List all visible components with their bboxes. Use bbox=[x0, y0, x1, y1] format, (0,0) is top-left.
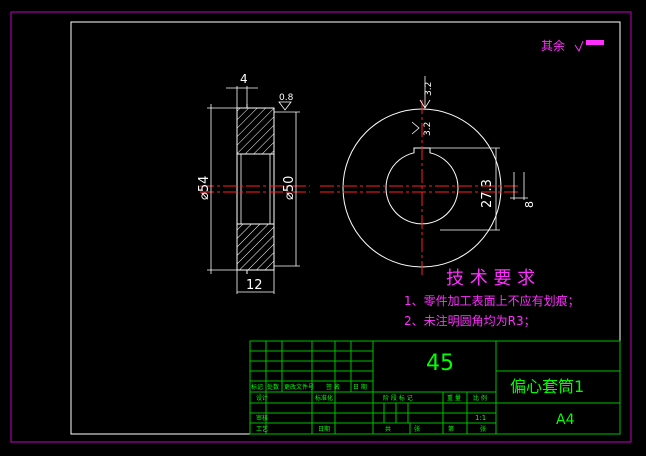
tech-req-title: 技 术 要 求 bbox=[446, 268, 535, 289]
label-total: 共 bbox=[385, 425, 391, 433]
tech-req-item-1: 1、零件加工表面上不应有划痕； bbox=[404, 293, 580, 308]
label-design: 设计 bbox=[256, 394, 268, 402]
sheet-size: A4 bbox=[556, 412, 575, 428]
label-ratio: 比 例 bbox=[473, 394, 487, 402]
roughness-front-top-icon bbox=[419, 99, 431, 109]
label-count: 处数 bbox=[267, 383, 279, 391]
inner-frame bbox=[70, 21, 621, 435]
surface-finish-note: 其余 bbox=[541, 38, 565, 53]
dim-inner-dia: ⌀50 bbox=[282, 176, 297, 200]
label-mark: 标记 bbox=[251, 383, 263, 391]
roughness-symbol-icon bbox=[574, 40, 604, 53]
label-date: 日期 bbox=[318, 425, 330, 433]
label-change-doc: 更改文件号 bbox=[284, 383, 314, 391]
dim-keyway-depth: 27.3 bbox=[480, 179, 495, 208]
title-block-labels: 标记 处数 更改文件号 签 名 日 期 设计 标准化 审核 工艺 日期 阶 段 … bbox=[251, 383, 487, 433]
bore-keyway bbox=[385, 147, 459, 225]
label-sheet2: 张 bbox=[480, 425, 486, 433]
dim-top: 4 bbox=[240, 72, 248, 86]
roughness-inner-icon bbox=[411, 121, 420, 135]
label-stage-mark: 阶 段 标 记 bbox=[383, 394, 413, 402]
roughness-section: 0.8 bbox=[279, 93, 294, 103]
outer-frame bbox=[10, 11, 632, 443]
label-sheet: 张 bbox=[414, 425, 420, 433]
label-sign: 签 名 bbox=[326, 383, 340, 391]
section-hatch-bottom bbox=[236, 223, 275, 271]
label-standard: 标准化 bbox=[315, 394, 333, 402]
part-name: 偏心套筒1 bbox=[510, 377, 584, 396]
label-page-no: 第 bbox=[448, 425, 454, 433]
front-view: 3.2 3.2 27.3 8 bbox=[320, 76, 536, 275]
label-craft: 工艺 bbox=[256, 425, 268, 433]
roughness-front-inner: 3.2 bbox=[423, 122, 433, 136]
scale-value: 1:1 bbox=[475, 414, 486, 422]
title-block bbox=[249, 340, 621, 435]
label-weight: 重 量 bbox=[447, 394, 461, 402]
roughness-triangle-icon bbox=[278, 101, 292, 111]
dim-outer-dia: ⌀54 bbox=[197, 176, 212, 200]
section-hatch-top bbox=[236, 107, 275, 155]
dim-keyway-width: 8 bbox=[523, 201, 536, 208]
tech-req-item-2: 2、未注明圆角均为R3； bbox=[404, 313, 536, 328]
section-view: 4 0.8 ⌀54 ⌀50 12 bbox=[197, 72, 310, 294]
dim-bottom: 12 bbox=[246, 278, 263, 293]
roughness-front-top: 3.2 bbox=[424, 82, 434, 96]
label-review: 审核 bbox=[256, 414, 268, 422]
label-date-col: 日 期 bbox=[353, 383, 367, 391]
material-label: 45 bbox=[426, 351, 454, 376]
